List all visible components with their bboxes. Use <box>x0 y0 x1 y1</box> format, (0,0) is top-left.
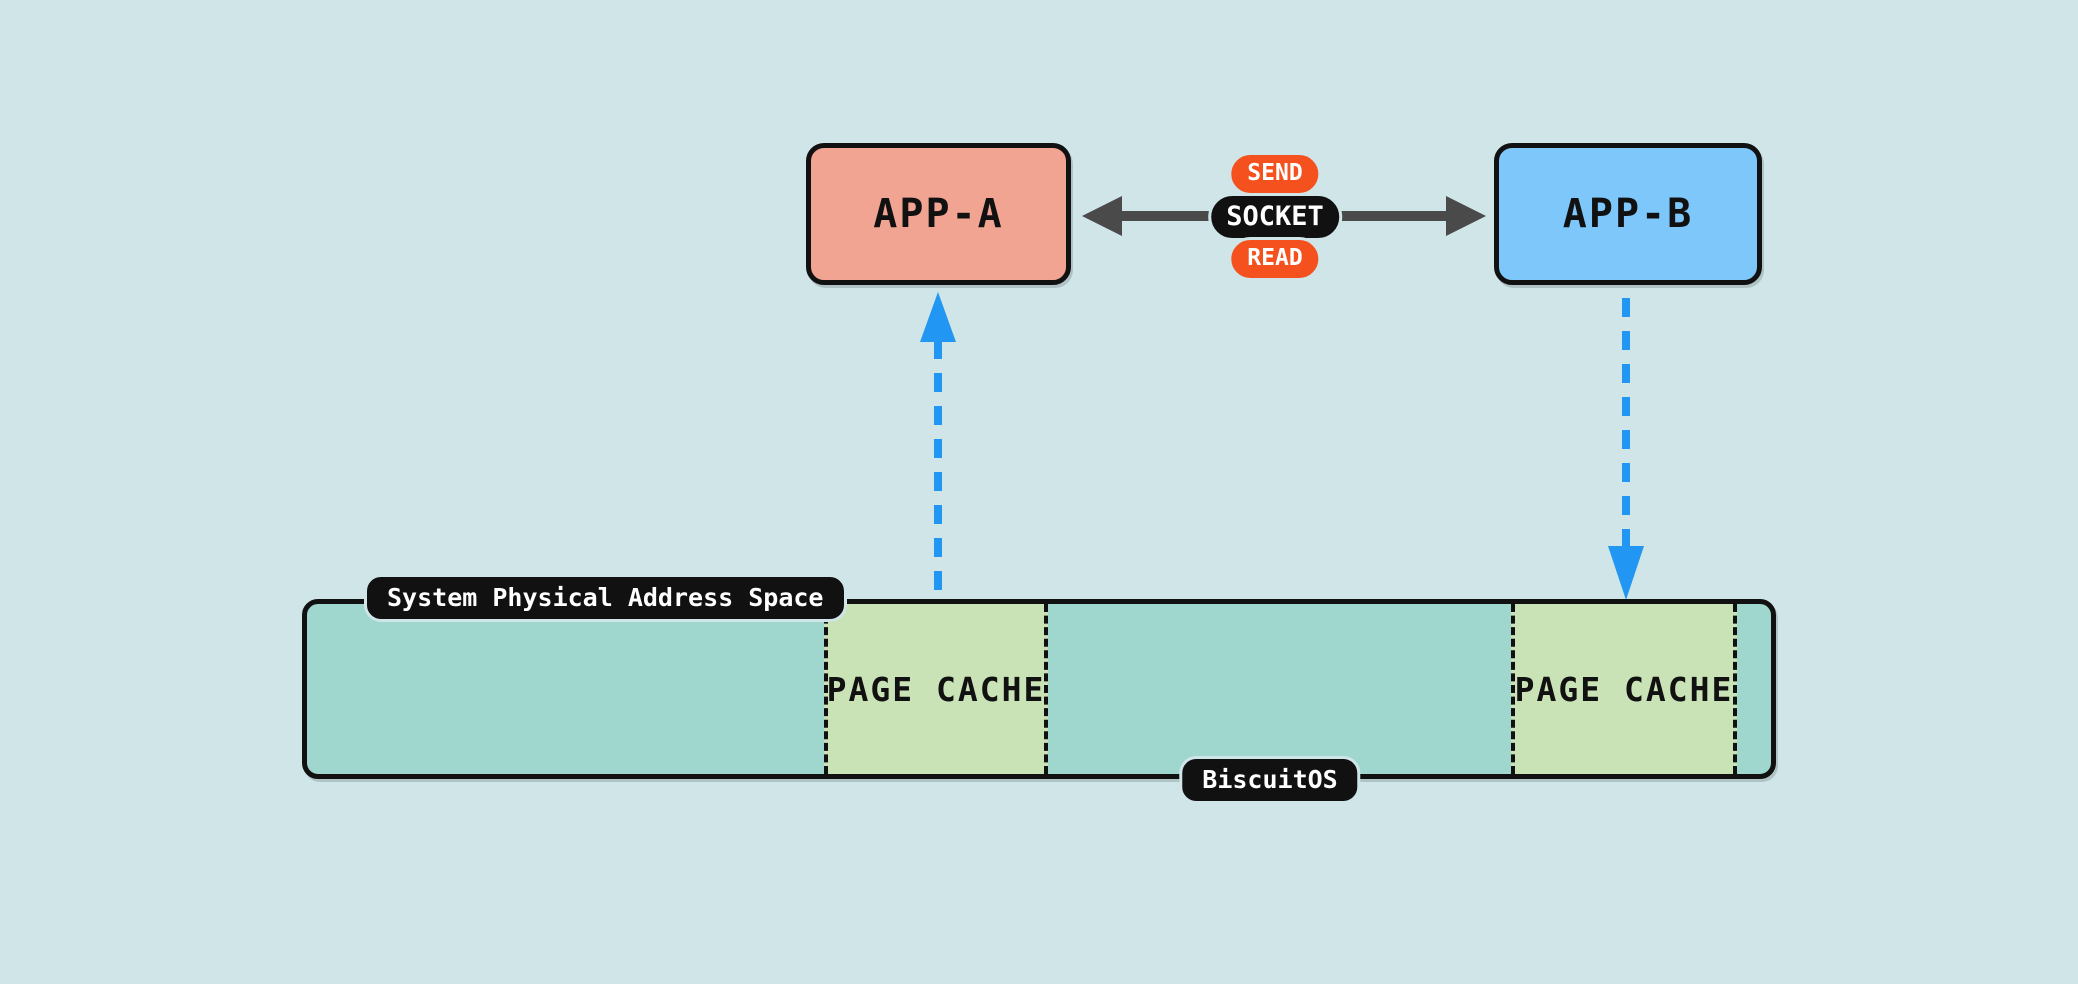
app-a-label: APP-A <box>873 191 1004 237</box>
dashed-arrow-up-to-app-a-icon <box>920 292 956 590</box>
dashed-arrow-down-from-app-b-icon <box>1608 298 1644 600</box>
physical-address-space-bar: PAGE CACHE PAGE CACHE <box>302 599 1776 779</box>
page-cache-region-left: PAGE CACHE <box>824 604 1048 774</box>
socket-badge: SOCKET <box>1208 193 1342 241</box>
address-space-title-pill: System Physical Address Space <box>364 574 847 622</box>
app-b-label: APP-B <box>1562 191 1694 237</box>
send-badge: SEND <box>1228 152 1322 196</box>
biscuitos-pill: BiscuitOS <box>1179 756 1361 804</box>
page-cache-left-label: PAGE CACHE <box>826 669 1046 709</box>
app-b-node: APP-B <box>1494 143 1762 285</box>
read-badge: READ <box>1228 237 1322 281</box>
app-a-node: APP-A <box>806 143 1071 285</box>
page-cache-region-right: PAGE CACHE <box>1511 604 1737 774</box>
page-cache-right-label: PAGE CACHE <box>1514 669 1734 709</box>
